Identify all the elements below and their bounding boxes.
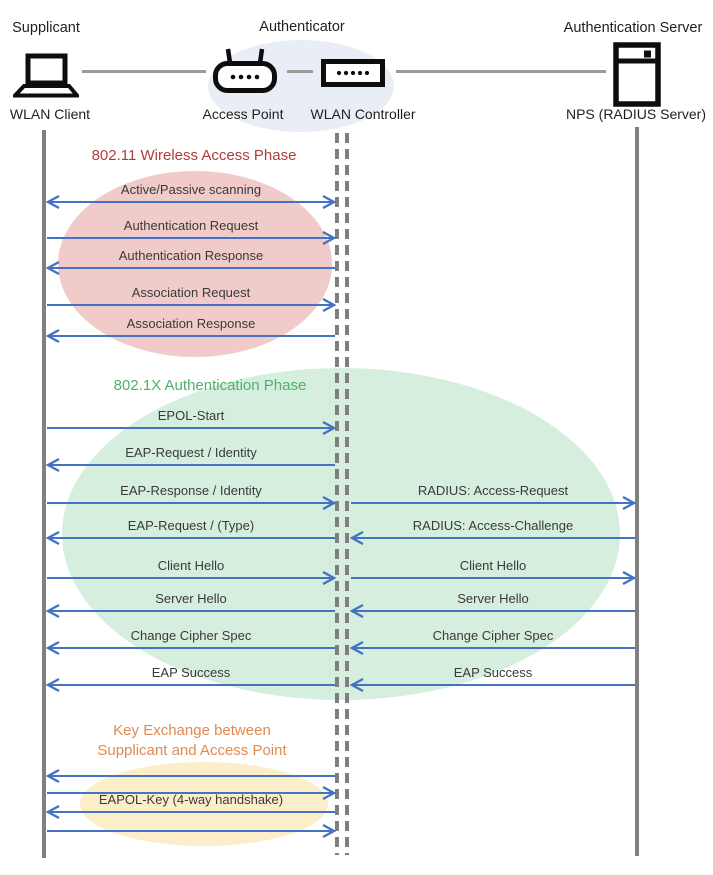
- wlan-controller-icon: [321, 59, 385, 92]
- phase-802-1x-title: 802.1X Authentication Phase: [113, 377, 307, 394]
- connector-client-ap: [82, 70, 206, 73]
- message-arrow: [349, 675, 636, 695]
- laptop-icon: [10, 52, 82, 105]
- message-arrow: [45, 258, 336, 278]
- wlan-client-label: WLAN Client: [9, 106, 91, 122]
- phase-key-exchange-title: Key Exchange between Supplicant and Acce…: [97, 721, 286, 761]
- message-label: EAP Success: [151, 665, 231, 680]
- server-icon: [613, 42, 661, 113]
- message-label: Client Hello: [459, 558, 527, 573]
- message-label: EPOL-Start: [157, 408, 225, 423]
- controller-lifeline-dash-2: [345, 133, 349, 855]
- message-arrow: [46, 418, 337, 438]
- message-arrow: [46, 821, 337, 841]
- message-label: RADIUS: Access-Challenge: [412, 518, 574, 533]
- nps-radius-server-label: NPS (RADIUS Server): [565, 106, 707, 122]
- auth-server-role-label: Authentication Server: [563, 20, 703, 36]
- supplicant-lifeline: [42, 130, 46, 858]
- phase-key-exchange-title-line2: Supplicant and Access Point: [97, 742, 287, 759]
- connector-ap-controller: [287, 70, 313, 73]
- message-label: Change Cipher Spec: [432, 628, 554, 643]
- phase-key-exchange-title-line1: Key Exchange between: [113, 722, 271, 739]
- controller-lifeline-dash-1: [335, 133, 339, 855]
- phase-802-1x-ellipse: [62, 368, 620, 700]
- message-label: EAP-Request / (Type): [127, 518, 255, 533]
- message-arrow: [350, 568, 637, 588]
- message-label: EAP Success: [453, 665, 533, 680]
- message-arrow: [45, 455, 336, 475]
- message-label: EAPOL-Key (4-way handshake): [98, 792, 284, 807]
- message-arrow: [45, 802, 336, 822]
- message-arrow: [46, 493, 337, 513]
- message-label: EAP-Request / Identity: [125, 445, 257, 460]
- message-arrow: [350, 493, 637, 513]
- message-label: Association Request: [131, 285, 251, 300]
- message-label: RADIUS: Access-Request: [417, 483, 569, 498]
- message-arrow: [46, 568, 337, 588]
- message-arrow: [45, 675, 336, 695]
- message-label: Active/Passive scanning: [120, 182, 262, 197]
- supplicant-role-label: Supplicant: [12, 20, 80, 36]
- message-arrow: [45, 326, 336, 346]
- message-label: Change Cipher Spec: [130, 628, 252, 643]
- message-arrow: [349, 528, 636, 548]
- message-label: Server Hello: [457, 591, 529, 606]
- message-arrow: [349, 601, 636, 621]
- access-point-icon: [212, 46, 278, 105]
- message-arrow: [46, 295, 337, 315]
- message-arrow: [45, 528, 336, 548]
- message-arrow: [45, 601, 336, 621]
- message-arrow: [45, 192, 337, 212]
- connector-controller-server: [396, 70, 606, 73]
- message-label: Authentication Response: [118, 248, 264, 263]
- message-label: Client Hello: [157, 558, 225, 573]
- message-arrow: [46, 228, 337, 248]
- message-arrow: [45, 766, 336, 786]
- phase-802-11-title: 802.11 Wireless Access Phase: [91, 147, 297, 164]
- authenticator-role-label: Authenticator: [259, 19, 345, 35]
- access-point-label: Access Point: [202, 106, 284, 122]
- message-arrow: [46, 783, 337, 803]
- message-label: Authentication Request: [123, 218, 259, 233]
- message-label: EAP-Response / Identity: [120, 483, 262, 498]
- message-arrow: [45, 638, 336, 658]
- message-label: Association Response: [126, 316, 256, 331]
- wlan-controller-label: WLAN Controller: [310, 106, 416, 122]
- message-arrow: [349, 638, 636, 658]
- message-label: Server Hello: [155, 591, 227, 606]
- auth-server-lifeline: [635, 127, 639, 856]
